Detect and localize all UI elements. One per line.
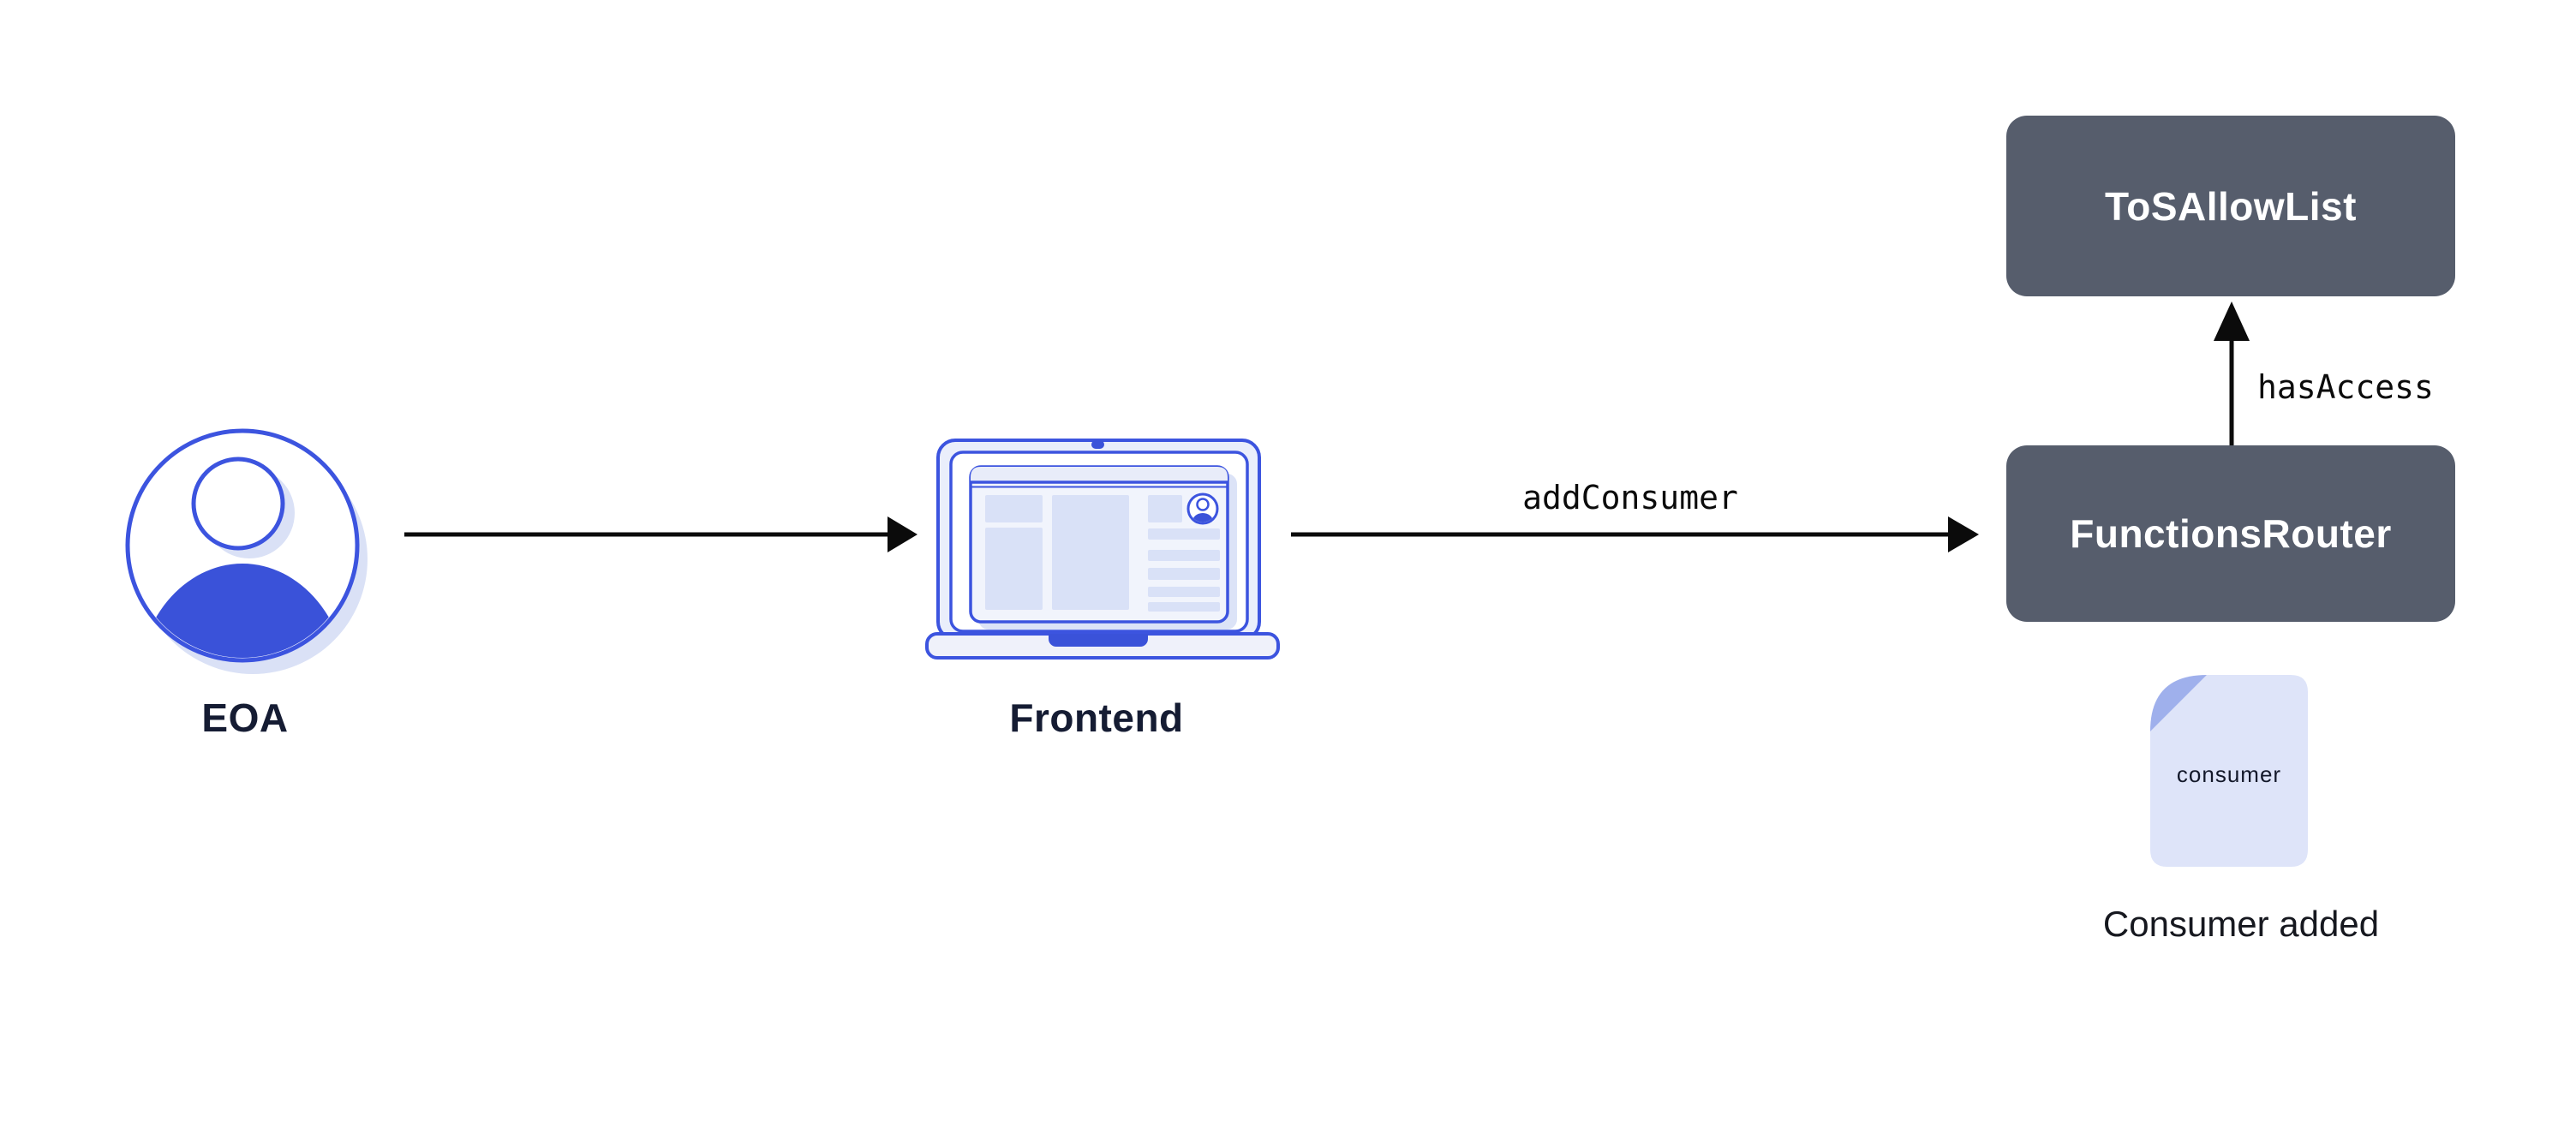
user-icon [125,428,368,674]
consumer-doc-label: consumer [2176,761,2282,787]
arrow-frontend-to-functionsrouter [1291,516,1979,552]
functionsrouter-label: FunctionsRouter [2070,511,2392,556]
tosallowlist-label: ToSAllowList [2105,183,2357,229]
eoa-label: EOA [201,695,289,740]
arrow-functionsrouter-to-tosallowlist [2214,301,2250,445]
frontend-label: Frontend [1009,695,1184,740]
addconsumer-edge-label: addConsumer [1522,479,1738,516]
laptop-icon [925,439,1280,660]
arrow-eoa-to-frontend [404,516,917,552]
node-functionsrouter: FunctionsRouter [2006,445,2455,622]
hasaccess-edge-label: hasAccess [2257,368,2434,406]
node-tosallowlist: ToSAllowList [2006,116,2455,296]
document-icon [2150,675,2308,867]
consumer-added-caption: Consumer added [2102,904,2380,944]
